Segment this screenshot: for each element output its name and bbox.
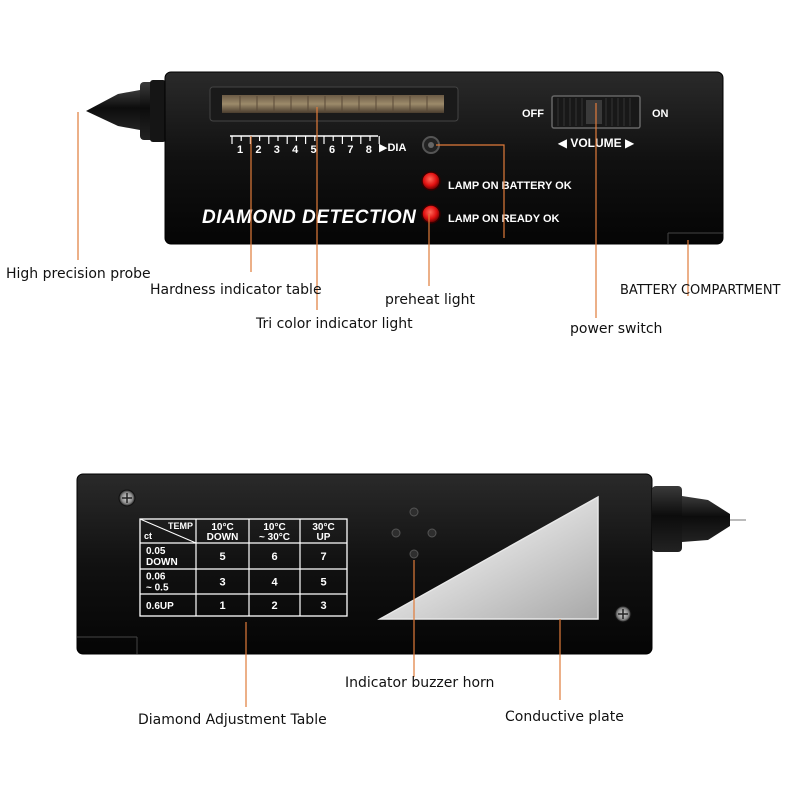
- table-col-header: DOWN: [207, 532, 239, 543]
- table-cell: 2: [271, 600, 277, 612]
- table-col-header: 10°C: [211, 522, 233, 533]
- table-corner-ct: ct: [144, 531, 152, 541]
- back-probe-collar: [652, 486, 682, 552]
- table-col-header: 10°C: [263, 522, 285, 533]
- scale-end-label: ▶DIA: [379, 142, 406, 154]
- leader-preheat: [436, 144, 505, 238]
- scale-number: 3: [274, 144, 280, 156]
- scale-number: 2: [255, 144, 261, 156]
- screw-top-left: [118, 489, 136, 507]
- power-switch-knob[interactable]: [586, 100, 602, 124]
- label-tricolor: Tri color indicator light: [256, 316, 413, 332]
- table-cell: 3: [320, 600, 326, 612]
- label-hardness: Hardness indicator table: [150, 282, 322, 298]
- switch-on-label: ON: [652, 108, 669, 120]
- switch-off-label: OFF: [522, 108, 544, 120]
- label-power: power switch: [570, 321, 663, 337]
- table-row-header: 0.05: [146, 546, 166, 557]
- table-cell: 1: [219, 600, 225, 612]
- conductive-plate: [377, 495, 599, 620]
- table-row-header: 0.6UP: [146, 601, 174, 612]
- scale-number: 4: [292, 144, 299, 156]
- label-battery: BATTERY COMPARTMENT: [620, 283, 781, 298]
- battery-led: [421, 171, 441, 191]
- table-corner-temp: TEMP: [168, 521, 193, 531]
- scale-number: 8: [366, 144, 372, 156]
- power-switch-ridges: [557, 98, 631, 126]
- buzzer-holes: [391, 507, 437, 559]
- label-probe: High precision probe: [6, 266, 151, 282]
- table-cell: 5: [219, 551, 225, 563]
- table-corner-diagonal: [139, 518, 197, 544]
- ready-led: [421, 204, 441, 224]
- front-probe: [86, 90, 140, 130]
- table-row-header: ~ 0.5: [146, 583, 169, 594]
- table-cell: 5: [320, 577, 326, 589]
- table-row-header: 0.06: [146, 572, 166, 583]
- table-col-header: ~ 30°C: [259, 532, 290, 543]
- table-cell: 7: [320, 551, 326, 563]
- front-lcd-bar: [222, 95, 444, 113]
- table-cell: 4: [271, 577, 278, 589]
- scale-number: 7: [347, 144, 353, 156]
- table-cell: 6: [271, 551, 277, 563]
- label-preheat: preheat light: [385, 292, 475, 308]
- table-row-header: DOWN: [146, 557, 178, 568]
- brand-text: DIAMOND DETECTION: [202, 207, 417, 228]
- scale-number: 6: [329, 144, 335, 156]
- screw-bottom-right: [614, 605, 632, 623]
- label-adjustment: Diamond Adjustment Table: [138, 712, 327, 728]
- table-cell: 3: [219, 577, 225, 589]
- table-border: [139, 518, 348, 617]
- label-buzzer: Indicator buzzer horn: [345, 675, 495, 691]
- lamp-battery-text: LAMP ON BATTERY OK: [448, 180, 572, 192]
- table-col-header: UP: [317, 532, 331, 543]
- back-probe: [682, 496, 730, 542]
- scale-number: 5: [311, 144, 317, 156]
- leader-lines: [77, 103, 689, 707]
- table-col-header: 30°C: [312, 522, 334, 533]
- label-plate: Conductive plate: [505, 709, 624, 725]
- scale-number: 1: [237, 144, 243, 156]
